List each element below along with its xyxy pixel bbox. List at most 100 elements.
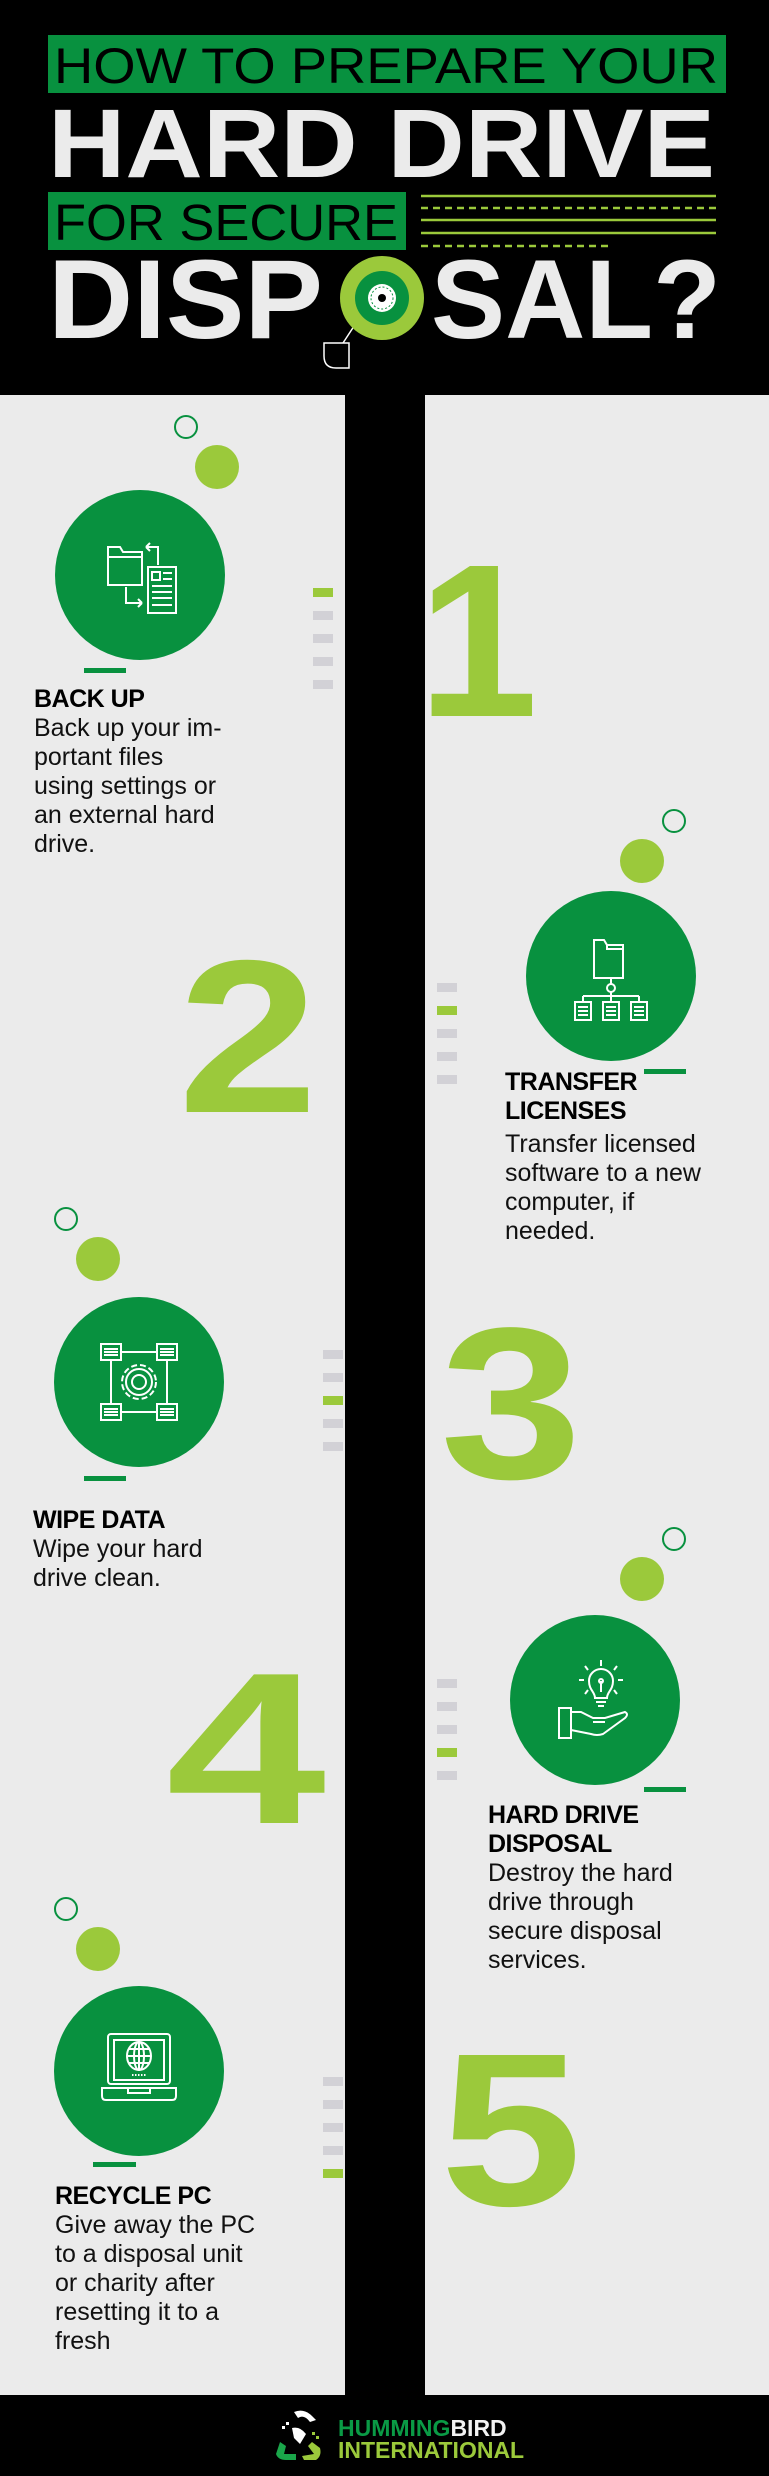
progress-tick [437, 1748, 457, 1757]
step-text: BACK UP Back up your im- portant files u… [34, 685, 222, 859]
step-title: BACK UP [34, 685, 145, 713]
step-text: RECYCLE PC Give away the PC to a disposa… [55, 2182, 255, 2356]
hummingbird-recycle-logo-icon [276, 2410, 321, 2460]
step-icon-circle [510, 1615, 680, 1785]
footer: HUMMINGBIRD INTERNATIONAL [0, 2395, 769, 2476]
title-line-4-end: SAL? [431, 237, 721, 362]
svg-text:1: 1 [418, 520, 538, 763]
step-title: WIPE DATA [33, 1506, 166, 1534]
folder-hierarchy-icon [574, 939, 648, 1021]
step-title: RECYCLE PC [55, 2182, 212, 2210]
progress-tick [323, 2123, 343, 2132]
progress-tick [437, 1679, 457, 1688]
step-number: 4 [166, 1627, 326, 1869]
step-body-line: Wipe your hard [33, 1535, 203, 1563]
step-body-line: Destroy the hard [488, 1859, 673, 1887]
step-body-line: computer, if [505, 1188, 635, 1216]
progress-tick [313, 680, 333, 689]
dot-decoration [620, 1557, 664, 1601]
step-text: WIPE DATA Wipe your hard drive clean. [33, 1506, 203, 1593]
progress-tick [437, 1029, 457, 1038]
progress-tick [323, 2146, 343, 2155]
progress-tick [313, 657, 333, 666]
svg-text:2: 2 [178, 916, 318, 1159]
step-icon-circle [54, 1297, 224, 1467]
step-body-line: drive. [34, 830, 96, 858]
progress-tick [323, 1396, 343, 1405]
title-line-1: HOW TO PREPARE YOUR [54, 38, 718, 94]
hand-lightbulb-icon [558, 1660, 628, 1739]
title-line-4-start: DISP [48, 237, 323, 362]
step-icon-circle [55, 490, 225, 660]
step-title: HARD DRIVE [488, 1801, 639, 1829]
step-body-line: needed. [505, 1217, 596, 1245]
step-number: 2 [178, 916, 318, 1159]
progress-tick [437, 1702, 457, 1711]
progress-tick [437, 1725, 457, 1734]
step-body-line: an external hard [34, 801, 215, 829]
ring-decoration [662, 809, 686, 833]
step-number: 5 [440, 2009, 582, 2252]
progress-tick [323, 1442, 343, 1451]
gear-network-icon [100, 1343, 178, 1421]
underline-accent [84, 668, 126, 673]
step-body-line: drive through [488, 1888, 634, 1916]
progress-tick [313, 611, 333, 620]
dot-decoration [620, 839, 664, 883]
dot-decoration [76, 1927, 120, 1971]
progress-tick [313, 634, 333, 643]
svg-text:5: 5 [440, 2009, 582, 2252]
progress-tick [323, 1373, 343, 1382]
brand-name: HUMMINGBIRD INTERNATIONAL [338, 2415, 525, 2463]
brand-line-2: INTERNATIONAL [338, 2437, 525, 2463]
hard-disk-icon [323, 256, 424, 369]
right-panel [425, 395, 769, 2395]
svg-text:4: 4 [166, 1627, 326, 1869]
ring-decoration [54, 1897, 78, 1921]
step-body-line: drive clean. [33, 1564, 161, 1592]
progress-tick [323, 2077, 343, 2086]
underline-accent [93, 2162, 136, 2167]
step-number: 3 [440, 1282, 582, 1524]
step-body-line: Back up your im- [34, 714, 222, 742]
step-text: TRANSFER LICENSES Transfer licensed soft… [505, 1068, 701, 1246]
ring-decoration [174, 415, 198, 439]
title-line-3: FOR SECURE [54, 194, 398, 251]
step-title: TRANSFER [505, 1068, 638, 1096]
progress-tick [437, 1006, 457, 1015]
header-title: HOW TO PREPARE YOUR HARD DRIVE FOR SECUR… [48, 35, 726, 369]
step-body-line: Transfer licensed [505, 1130, 696, 1158]
decorative-lines [421, 194, 716, 248]
step-body-line: fresh [55, 2327, 111, 2355]
progress-tick [437, 1052, 457, 1061]
progress-tick [313, 588, 333, 597]
title-highlight-bar [48, 35, 726, 93]
step-icon-circle [526, 891, 696, 1061]
step-body-line: portant files [34, 743, 164, 771]
progress-tick [323, 1350, 343, 1359]
dot-decoration [76, 1237, 120, 1281]
step-body-line: resetting it to a [55, 2298, 219, 2326]
step-body-line: services. [488, 1946, 587, 1974]
step-body-line: to a disposal unit [55, 2240, 243, 2268]
step-title: DISPOSAL [488, 1830, 612, 1858]
ring-decoration [662, 1527, 686, 1551]
step-title: LICENSES [505, 1097, 627, 1125]
brand-part-1: HUMMING [338, 2415, 451, 2441]
step-body-line: secure disposal [488, 1917, 662, 1945]
ring-decoration [54, 1207, 78, 1231]
step-icon-circle [54, 1986, 224, 2156]
underline-accent [644, 1069, 686, 1074]
step-body-line: using settings or [34, 772, 217, 800]
progress-tick [437, 1771, 457, 1780]
title-line-2: HARD DRIVE [48, 89, 715, 198]
title-highlight-bar [48, 192, 406, 250]
underline-accent [84, 1476, 126, 1481]
progress-tick [437, 983, 457, 992]
step-body-line: Give away the PC [55, 2211, 256, 2239]
step-body-line: or charity after [55, 2269, 215, 2297]
backup-files-icon [107, 542, 177, 614]
progress-tick [323, 2100, 343, 2109]
svg-text:3: 3 [440, 1282, 582, 1524]
progress-tick [437, 1075, 457, 1084]
